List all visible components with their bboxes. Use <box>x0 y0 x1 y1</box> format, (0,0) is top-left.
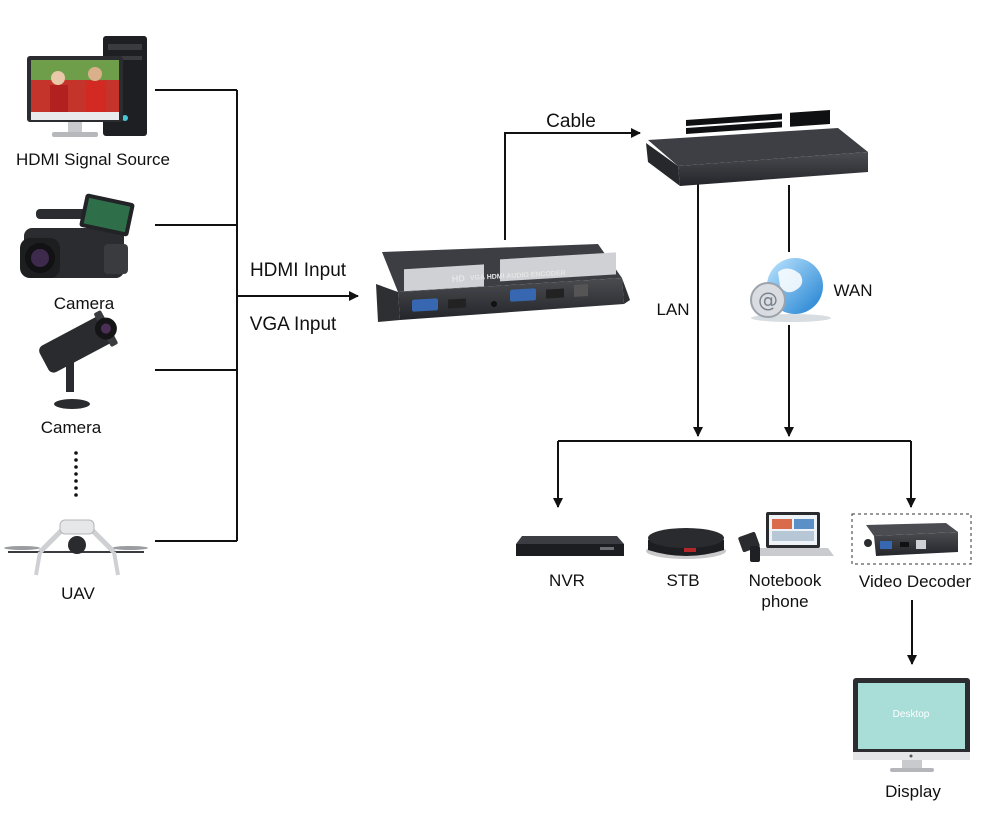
encoder-logo: HD <box>452 273 466 284</box>
wan-label: WAN <box>833 281 872 300</box>
output-bus-lines <box>553 440 917 665</box>
camcorder-icon <box>20 193 135 278</box>
camera-2-label: Camera <box>41 418 102 437</box>
network-switch-icon <box>646 109 868 186</box>
nvr-label: NVR <box>549 571 585 590</box>
svg-text:@: @ <box>758 288 778 312</box>
hdmi-input-label: HDMI Input <box>250 260 347 281</box>
cable-line <box>504 128 641 240</box>
stb-icon <box>646 528 726 559</box>
pc-icon <box>27 36 147 137</box>
source-bus-lines <box>155 89 238 542</box>
stb-label: STB <box>666 571 699 590</box>
lan-label: LAN <box>656 300 689 319</box>
uav-label: UAV <box>61 584 95 603</box>
display-screen-text: Desktop <box>893 709 930 720</box>
nvr-icon <box>516 536 624 556</box>
more-sources-dots <box>74 451 78 497</box>
notebook-label-line1: Notebook <box>749 571 822 590</box>
video-decoder-icon <box>851 513 972 565</box>
display-label: Display <box>885 782 941 801</box>
notebook-label-line2: phone <box>761 592 808 611</box>
encoder-device: HD VGA HDMI AUDIO ENCODER <box>376 244 630 322</box>
camera-1-label: Camera <box>54 294 115 313</box>
internet-globe-icon: @ <box>750 258 831 322</box>
video-decoder-label: Video Decoder <box>859 572 971 591</box>
cable-label: Cable <box>546 111 596 132</box>
display-monitor-icon: Desktop <box>853 678 970 772</box>
drone-icon <box>4 519 148 576</box>
bullet-camera-icon <box>39 310 118 409</box>
vga-input-label: VGA Input <box>250 314 337 335</box>
hdmi-source-label: HDMI Signal Source <box>16 150 170 169</box>
notebook-phone-icon <box>738 512 834 562</box>
